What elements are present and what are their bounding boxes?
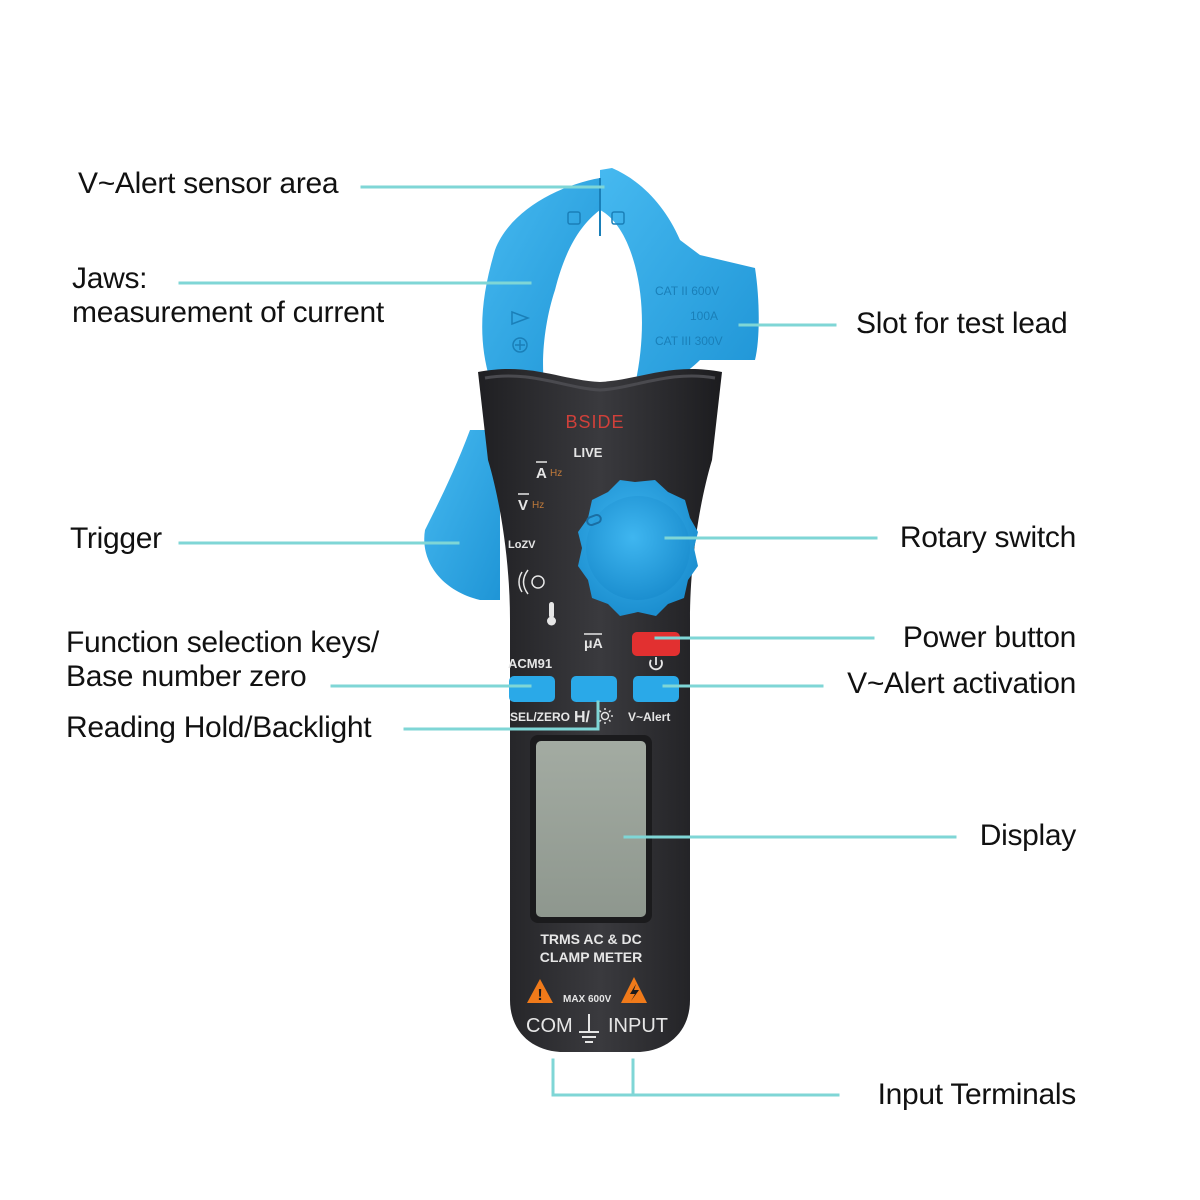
terminal-com-label: COM xyxy=(526,1015,573,1037)
callout-display-text: Display xyxy=(979,819,1077,852)
callout-function-keys: Function selection keys/ Base number zer… xyxy=(66,626,379,694)
lcd-display xyxy=(536,741,646,917)
mode-ac-amps: A xyxy=(536,461,547,482)
callout-input-terminals: Input Terminals xyxy=(846,1078,1077,1112)
v-alert-key-label: V~Alert xyxy=(628,710,670,724)
brand-logo: BSIDE xyxy=(565,412,624,432)
jaws xyxy=(482,168,759,390)
sel-zero-key-label: SEL/ZERO xyxy=(510,710,570,724)
power-icon xyxy=(649,657,663,671)
jaw-marking-cat2: CAT II 600V xyxy=(655,284,719,298)
callout-v-alert-sensor: V~Alert sensor area xyxy=(78,167,339,201)
callout-rotary-switch-text: Rotary switch xyxy=(899,521,1076,554)
v-alert-key[interactable] xyxy=(633,676,679,702)
callout-v-alert-activation: V~Alert activation xyxy=(826,667,1076,701)
svg-text:!: ! xyxy=(537,987,542,1004)
svg-text:V: V xyxy=(518,497,528,514)
hold-backlight-key-label: H/ xyxy=(574,709,591,726)
jaw-marking-cat3: CAT III 300V xyxy=(655,334,723,348)
callout-v-alert-sensor-text: V~Alert sensor area xyxy=(78,167,339,200)
power-button[interactable] xyxy=(632,632,680,656)
leader-reading-hold xyxy=(403,700,600,731)
svg-text:μA: μA xyxy=(584,635,603,651)
jaw-marking-current: 100A xyxy=(690,309,718,323)
callout-reading-hold: Reading Hold/Backlight xyxy=(66,711,372,745)
ground-icon xyxy=(579,1014,599,1043)
trigger xyxy=(424,430,500,600)
terminal-input-label: INPUT xyxy=(608,1015,668,1037)
callout-power-button-text: Power button xyxy=(902,621,1076,654)
microamp-mode-icon: μA xyxy=(584,633,603,651)
model-label: ACM91 xyxy=(508,656,552,671)
callout-trigger: Trigger xyxy=(70,522,162,556)
leader-input-terminals xyxy=(551,1058,840,1097)
sel-zero-key[interactable] xyxy=(509,676,555,702)
callout-jaws-line1: Jaws: xyxy=(72,262,148,295)
continuity-diode-icon xyxy=(518,569,545,595)
callout-jaws: Jaws: measurement of current xyxy=(72,262,384,330)
callout-input-terminals-text: Input Terminals xyxy=(877,1078,1077,1111)
mode-ac-amps-hz: Hz xyxy=(550,468,562,479)
callout-slot-test-lead: Slot for test lead xyxy=(856,307,1068,341)
panel-line-2: CLAMP METER xyxy=(540,949,642,965)
callout-slot-test-lead-text: Slot for test lead xyxy=(856,307,1068,340)
mode-lozv-label: LoZV xyxy=(508,539,536,551)
mode-ac-volts-hz: Hz xyxy=(532,500,544,511)
warning-icon: ! xyxy=(527,979,553,1004)
leader-lines xyxy=(178,185,957,1097)
rotary-switch[interactable] xyxy=(578,480,698,616)
callout-trigger-text: Trigger xyxy=(70,522,162,555)
callout-jaws-line2: measurement of current xyxy=(72,296,384,329)
callout-v-alert-activation-text: V~Alert activation xyxy=(847,667,1076,700)
mode-live-label: LIVE xyxy=(574,445,603,460)
panel-line-1: TRMS AC & DC xyxy=(540,931,641,947)
mode-ac-volts: V xyxy=(518,493,529,514)
callout-power-button: Power button xyxy=(880,621,1076,655)
callout-reading-hold-text: Reading Hold/Backlight xyxy=(66,711,372,744)
max-voltage-label: MAX 600V xyxy=(563,994,612,1005)
high-voltage-icon xyxy=(621,977,647,1003)
callout-function-keys-line1: Function selection keys/ xyxy=(66,626,379,659)
callout-function-keys-line2: Base number zero xyxy=(66,660,307,693)
callout-rotary-switch: Rotary switch xyxy=(880,521,1076,555)
callout-display: Display xyxy=(960,819,1077,853)
hold-backlight-key[interactable] xyxy=(571,676,617,702)
rotary-switch-indicator xyxy=(586,513,602,527)
thermometer-icon xyxy=(547,602,556,626)
svg-text:A: A xyxy=(536,465,547,482)
